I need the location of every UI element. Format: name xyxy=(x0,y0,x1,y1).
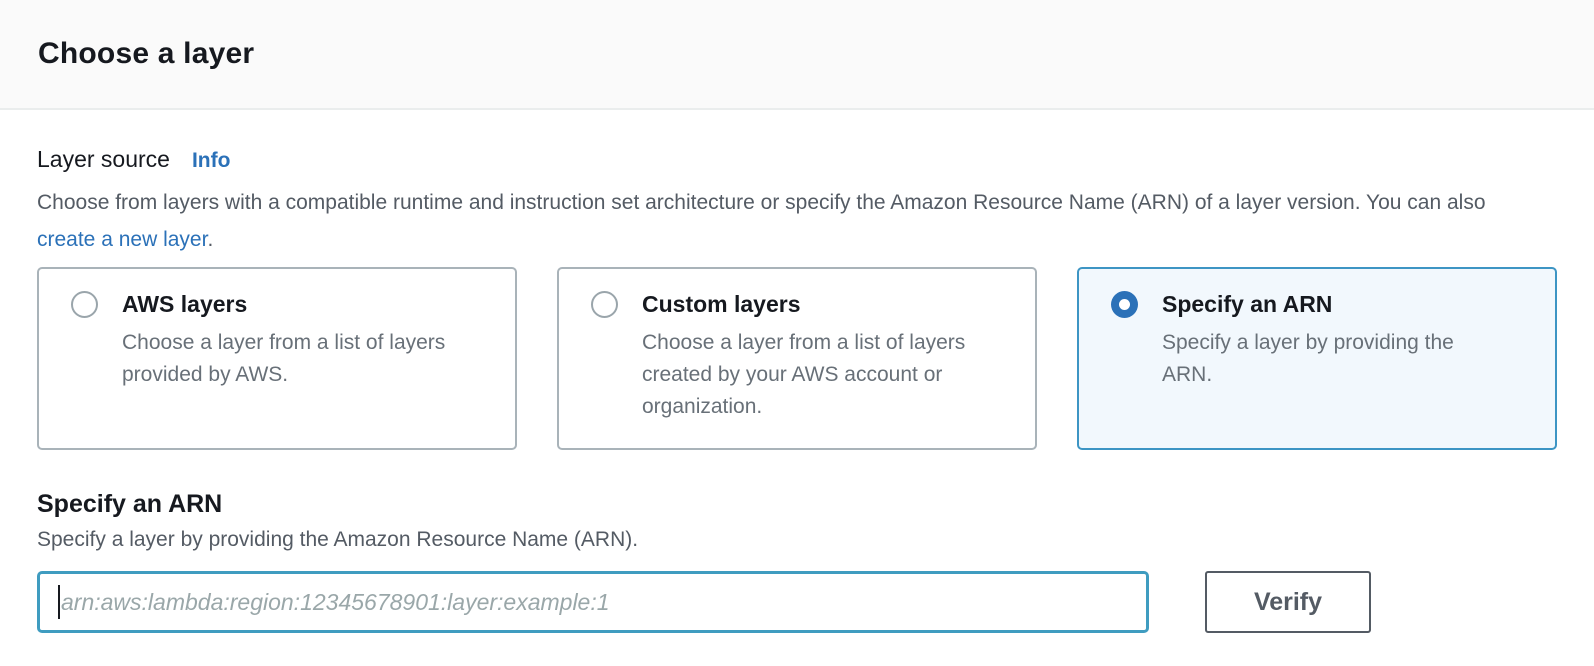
layer-source-options: AWS layers Choose a layer from a list of… xyxy=(37,267,1557,450)
radio-button-specify-arn[interactable] xyxy=(1111,291,1138,318)
option-card-head: Specify an ARN xyxy=(1111,291,1533,318)
option-description: Choose a layer from a list of layers cre… xyxy=(642,331,966,418)
verify-button[interactable]: Verify xyxy=(1205,571,1371,633)
specify-arn-description: Specify a layer by providing the Amazon … xyxy=(37,528,639,551)
arn-input-row: Verify xyxy=(37,571,1557,633)
option-title: Custom layers xyxy=(642,291,801,317)
option-card-custom-layers[interactable]: Custom layers Choose a layer from a list… xyxy=(557,267,1037,450)
layer-source-description-suffix: . xyxy=(207,228,214,251)
page-title: Choose a layer xyxy=(38,37,255,70)
dialog-body: Layer source Info Choose from layers wit… xyxy=(0,146,1594,633)
option-card-head: AWS layers xyxy=(71,291,493,318)
option-card-head: Custom layers xyxy=(591,291,1013,318)
layer-source-label: Layer source xyxy=(37,146,170,172)
create-new-layer-link[interactable]: create a new layer xyxy=(37,228,208,251)
option-title: AWS layers xyxy=(122,291,248,317)
layer-source-description: Choose from layers with a compatible run… xyxy=(37,184,1489,258)
radio-button-aws-layers[interactable] xyxy=(71,291,98,318)
text-caret xyxy=(58,585,60,619)
radio-button-custom-layers[interactable] xyxy=(591,291,618,318)
arn-input-wrapper xyxy=(37,571,1149,633)
specify-arn-label: Specify an ARN xyxy=(37,490,223,518)
arn-input[interactable] xyxy=(37,571,1149,633)
option-description: Choose a layer from a list of layers pro… xyxy=(122,331,446,386)
option-card-aws-layers[interactable]: AWS layers Choose a layer from a list of… xyxy=(37,267,517,450)
option-description: Specify a layer by providing the ARN. xyxy=(1162,331,1454,386)
option-card-specify-arn[interactable]: Specify an ARN Specify a layer by provid… xyxy=(1077,267,1557,450)
layer-source-label-row: Layer source Info xyxy=(37,146,1557,173)
option-title: Specify an ARN xyxy=(1162,291,1333,317)
layer-source-description-text: Choose from layers with a compatible run… xyxy=(37,191,1486,214)
dialog-header: Choose a layer xyxy=(0,0,1594,110)
info-link[interactable]: Info xyxy=(191,149,231,172)
